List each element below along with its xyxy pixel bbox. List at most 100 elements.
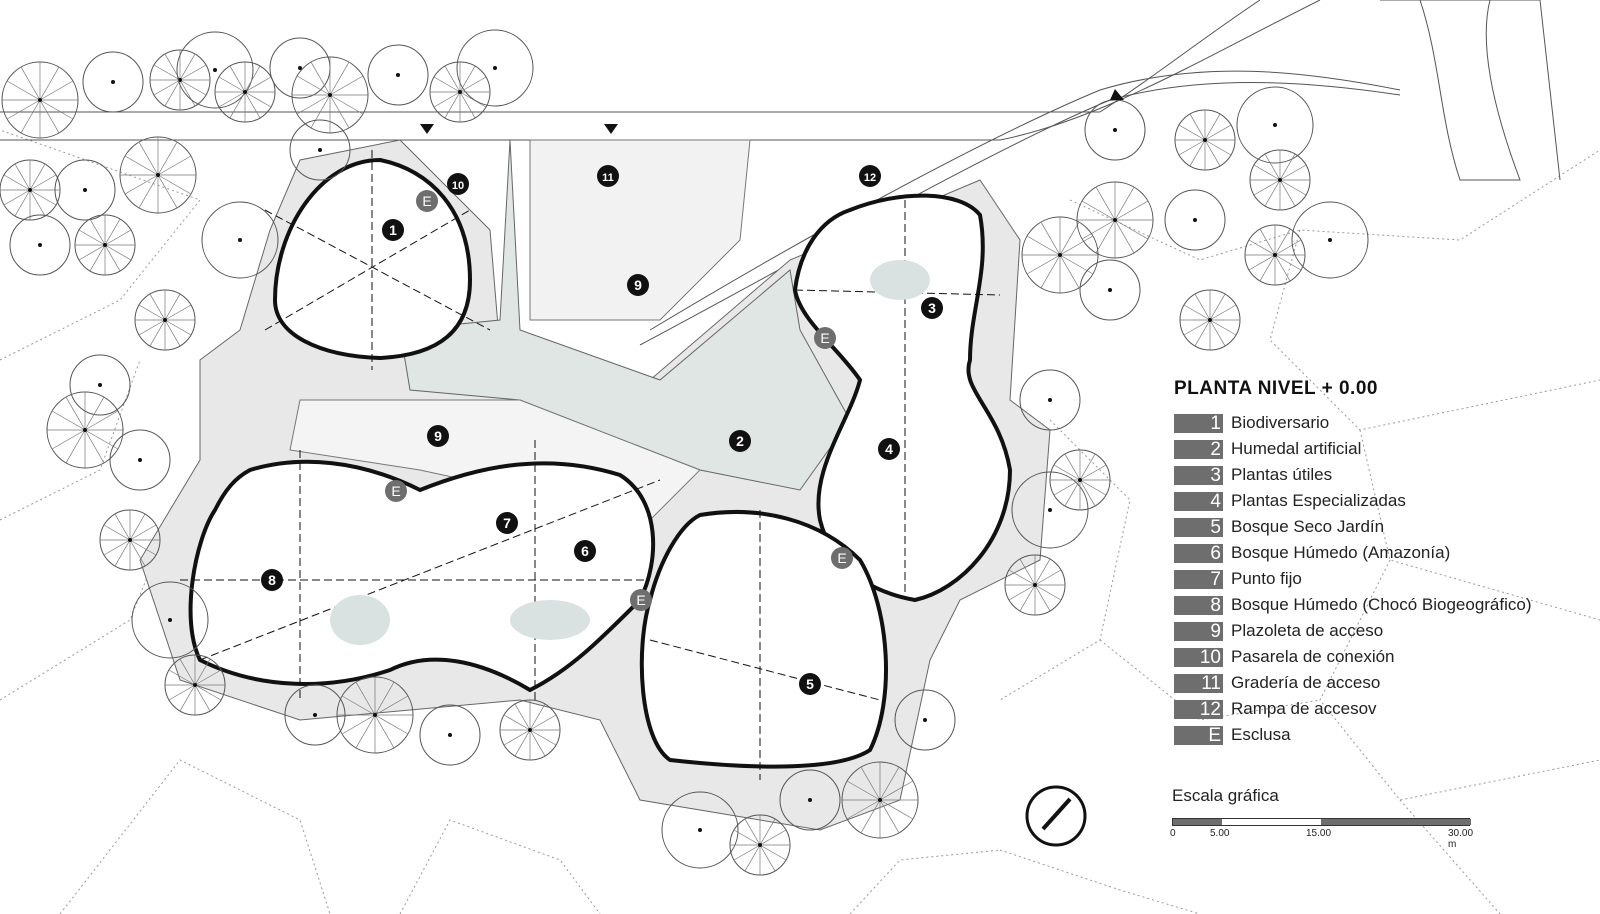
tree-icon: [1004, 554, 1066, 616]
marker-label: 8: [268, 572, 276, 588]
marker-label: 5: [806, 676, 814, 692]
tree-icon: [1076, 181, 1154, 259]
tree-icon: [367, 44, 429, 106]
legend-label: Pasarela de conexión: [1231, 647, 1395, 666]
legend-key: 6: [1174, 543, 1223, 563]
area-marker-10: 10: [447, 173, 469, 195]
trees: [0, 29, 1369, 876]
tree-icon: [201, 201, 279, 279]
legend-key: 5: [1174, 517, 1223, 537]
airlock-marker-e: E: [385, 480, 407, 502]
tree-icon: [1179, 289, 1241, 351]
legend-key: 3: [1174, 465, 1223, 485]
marker-label: E: [391, 483, 400, 499]
tree-icon: [1084, 99, 1146, 161]
area-marker-9: 9: [427, 425, 449, 447]
scale-title: Escala gráfica: [1172, 786, 1279, 805]
tree-icon: [134, 289, 196, 351]
tree-icon: [99, 509, 161, 571]
tree-icon: [82, 51, 144, 113]
tree-icon: [661, 791, 739, 869]
legend-key: 8: [1174, 595, 1223, 615]
legend-item: 11 Gradería de acceso: [1174, 670, 1532, 696]
marker-label: 2: [736, 433, 744, 449]
tree-icon: [46, 391, 124, 469]
legend-label: Plazoleta de acceso: [1231, 621, 1384, 640]
legend-key: 10: [1174, 647, 1223, 667]
tree-icon: [289, 119, 351, 181]
tree-icon: [1244, 224, 1306, 286]
scale-tick: 15.00: [1306, 828, 1332, 839]
legend-label: Plantas Especializadas: [1231, 491, 1406, 510]
tree-icon: [419, 704, 481, 766]
marker-label: 10: [452, 180, 464, 192]
scale-tick: 0: [1170, 828, 1176, 839]
area-marker-12: 12: [859, 165, 881, 187]
legend-label: Humedal artificial: [1231, 439, 1362, 458]
legend-item: 3 Plantas útiles: [1174, 462, 1532, 488]
tree-icon: [1079, 259, 1141, 321]
marker-label: 9: [434, 428, 442, 444]
legend-key: 9: [1174, 621, 1223, 641]
scale-bar: Escala gráfica 0 5.00 15.00 30.00 m: [1170, 786, 1473, 850]
legend-key: E: [1174, 725, 1223, 745]
tree-icon: [729, 814, 791, 876]
area-marker-8: 8: [261, 569, 283, 591]
tree-icon: [119, 136, 197, 214]
legend-key: 11: [1174, 673, 1223, 693]
legend-label: Biodiversario: [1231, 413, 1330, 432]
airlock-marker-e: E: [814, 327, 836, 349]
axis-lines: [180, 150, 1001, 780]
legend-label: Punto fijo: [1231, 569, 1302, 588]
legend-title: PLANTA NIVEL + 0.00: [1174, 378, 1378, 399]
building-6-8: [188, 459, 656, 693]
area-marker-2: 2: [729, 430, 751, 452]
marker-label: 1: [389, 222, 397, 238]
area-marker-3: 3: [921, 297, 943, 319]
area-marker-6: 6: [574, 540, 596, 562]
tree-icon: [149, 49, 211, 111]
tree-icon: [176, 31, 254, 109]
tree-icon: [1291, 201, 1369, 279]
tree-icon: [54, 159, 116, 221]
tree-icon: [1021, 216, 1099, 294]
marker-label: E: [837, 550, 846, 566]
tree-icon: [1019, 369, 1081, 431]
legend-label: Plantas útiles: [1231, 465, 1333, 484]
tree-icon: [1236, 86, 1314, 164]
water-features: [330, 260, 930, 645]
entrance-arrows: [420, 89, 1124, 134]
scale-tick: 5.00: [1210, 828, 1230, 839]
legend-label: Gradería de acceso: [1231, 673, 1381, 692]
scale-graphic: [1172, 818, 1471, 826]
marker-label: E: [820, 330, 829, 346]
tree-icon: [109, 429, 171, 491]
marker-label: 3: [928, 300, 936, 316]
legend-item: 1 Biodiversario: [1174, 410, 1532, 436]
marker-label: 11: [602, 172, 614, 184]
tree-icon: [499, 699, 561, 761]
legend-label: Bosque Seco Jardín: [1231, 517, 1385, 536]
legend-item: 8 Bosque Húmedo (Chocó Biogeográfico): [1174, 592, 1532, 618]
north-arrow-icon: [1025, 785, 1087, 847]
tree-icon: [779, 769, 841, 831]
tree-icon: [269, 37, 331, 99]
entrance-arrow-icon: [420, 124, 434, 134]
area-marker-7: 7: [496, 512, 518, 534]
tree-icon: [841, 761, 919, 839]
legend-key: 1: [1174, 413, 1223, 433]
legend-key: 12: [1174, 699, 1223, 719]
marker-label: 6: [581, 543, 589, 559]
area-marker-5: 5: [799, 673, 821, 695]
scale-tick: 30.00 m: [1448, 828, 1474, 850]
legend-item: 5 Bosque Seco Jardín: [1174, 514, 1532, 540]
marker-label: E: [636, 592, 645, 608]
legend-label: Bosque Húmedo (Chocó Biogeográfico): [1231, 595, 1532, 614]
airlock-marker-e: E: [831, 547, 853, 569]
tree-icon: [1, 61, 79, 139]
tree-icon: [456, 29, 534, 107]
